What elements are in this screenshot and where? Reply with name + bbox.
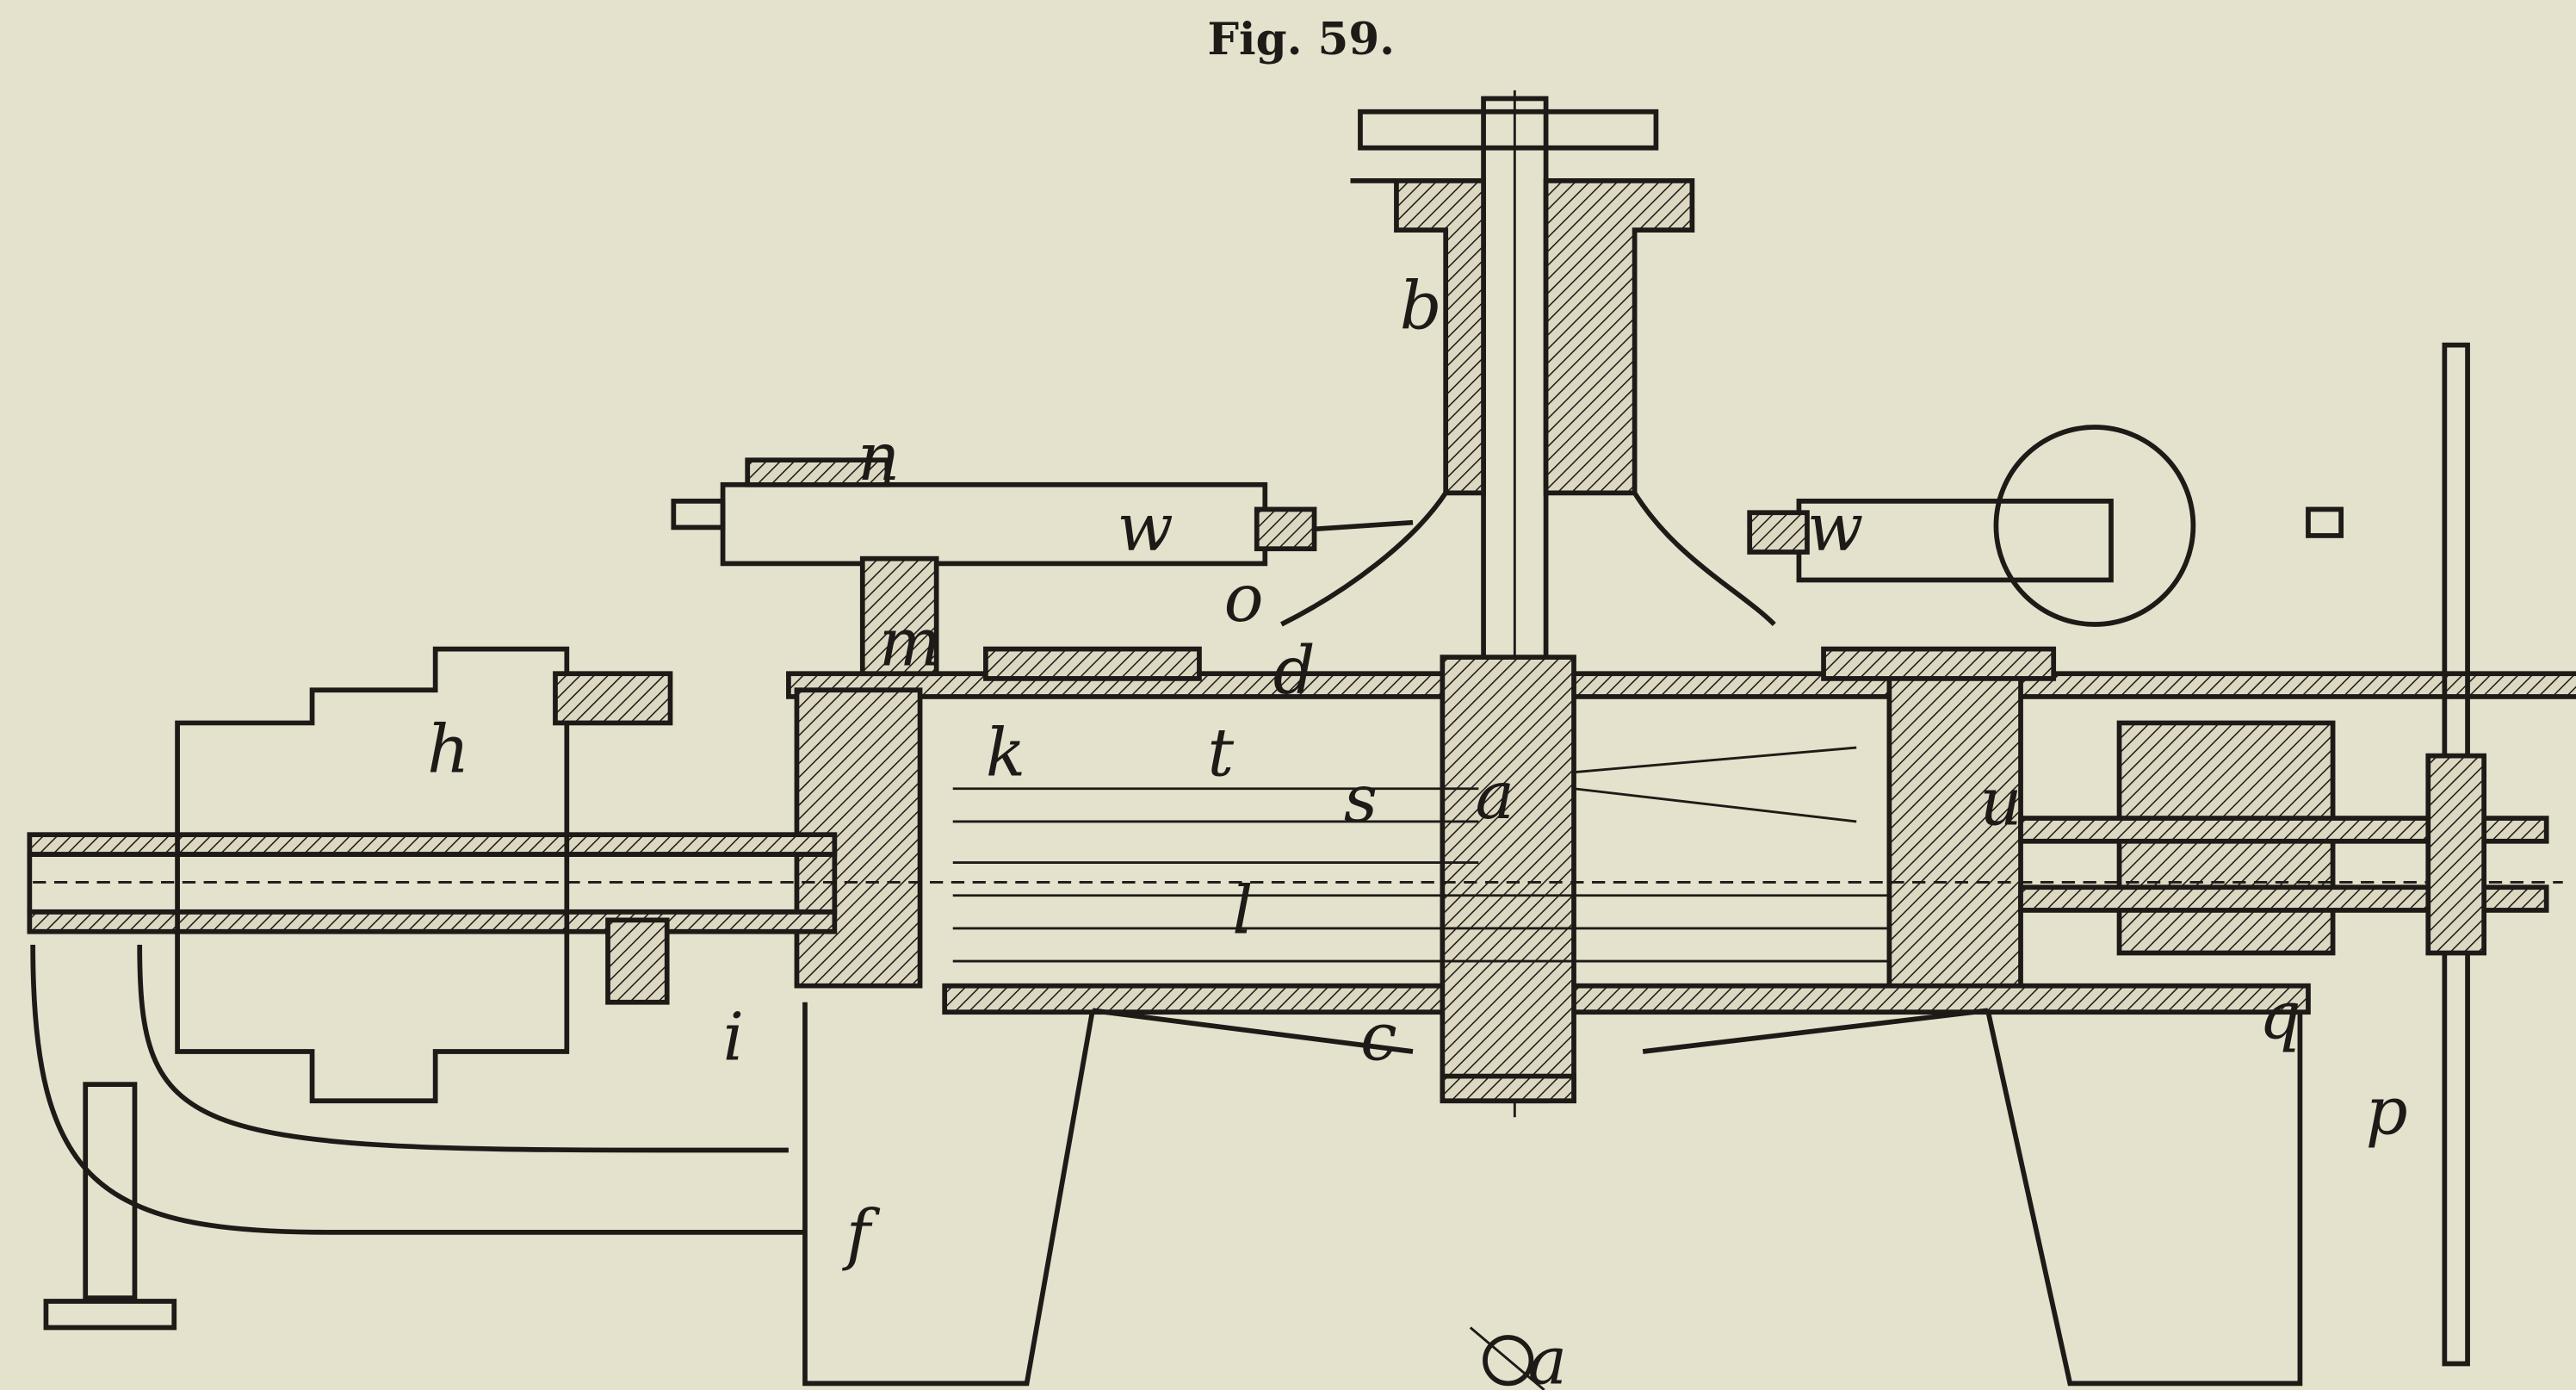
label-l: l — [1232, 872, 1253, 949]
label-u: u — [1979, 764, 2022, 841]
label-k: k — [986, 714, 1025, 791]
label-m: m — [879, 605, 941, 681]
label-i: i — [723, 999, 744, 1076]
figure-title: Fig. 59. — [1208, 14, 1396, 65]
label-w-right: w — [1807, 489, 1863, 566]
label-a-center: a — [1476, 757, 1515, 834]
label-d: d — [1273, 632, 1316, 709]
label-t: t — [1208, 714, 1235, 791]
label-w-left: w — [1118, 489, 1173, 566]
label-s: s — [1344, 760, 1378, 837]
label-p: p — [2366, 1072, 2408, 1149]
machine-section — [27, 90, 2576, 1390]
label-h: h — [427, 711, 469, 788]
label-a-bottom: a — [1528, 1322, 1568, 1390]
label-o: o — [1224, 560, 1264, 636]
label-c: c — [1360, 999, 1397, 1076]
label-n: n — [858, 419, 900, 495]
label-f: f — [842, 1195, 881, 1272]
label-q: q — [2259, 977, 2301, 1054]
label-b: b — [1400, 268, 1442, 344]
